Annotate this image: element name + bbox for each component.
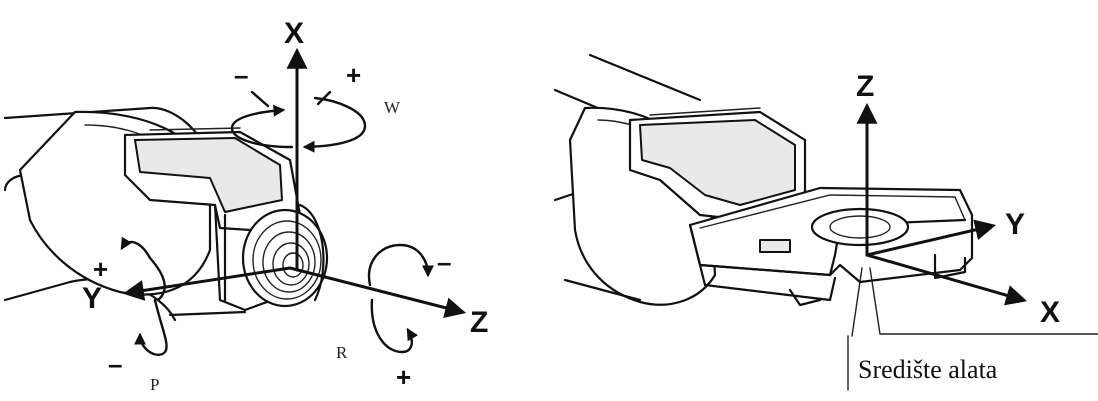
right-robot-tool-figure: Z Y X Središte alata (553, 53, 1098, 391)
left-p-rotation: + – P (93, 236, 168, 394)
left-y-axis (122, 266, 292, 301)
tool-center-caption: Središte alata (858, 355, 998, 384)
w-rotation-arrow-left (230, 104, 294, 149)
left-robot-wrist-figure: X Z Y – + W – + R + (3, 17, 488, 394)
p-rotation-arrow-bottom (134, 298, 168, 357)
w-rotation-arrow-right (302, 96, 367, 153)
tool-plate-slot (759, 239, 791, 253)
p-rotation-loop (148, 256, 166, 302)
right-y-axis (865, 219, 997, 257)
r-rotation-arrow-top (367, 243, 434, 287)
left-r-rotation: – + R (336, 243, 451, 392)
p-minus-sign: – (108, 349, 122, 379)
left-y-axis-label: Y (82, 282, 102, 315)
w-rotation-label: W (384, 98, 401, 117)
p-plus-sign: + (93, 254, 108, 284)
r-minus-sign: – (437, 247, 451, 277)
tool-center-leader-line (869, 267, 1098, 335)
left-w-rotation: – + W (230, 60, 401, 153)
r-rotation-arrow-bottom (370, 298, 419, 354)
p-rotation-arrow-top (120, 236, 152, 260)
right-y-axis-label: Y (1005, 208, 1025, 241)
right-tool-plate (688, 186, 974, 307)
right-x-axis (865, 253, 1028, 306)
w-arrow-tip-left (250, 90, 270, 108)
left-x-axis-label: X (284, 17, 304, 50)
p-rotation-label: P (150, 375, 159, 394)
left-z-axis-label: Z (470, 306, 488, 339)
w-minus-sign: – (234, 60, 248, 90)
w-arrow-tip-right (316, 90, 332, 106)
right-z-axis-label: Z (856, 70, 874, 103)
left-flange (241, 203, 329, 308)
w-plus-sign: + (346, 60, 361, 90)
r-rotation-label: R (336, 343, 348, 362)
left-z-axis (288, 266, 467, 319)
tool-center-callout: Središte alata (847, 267, 1098, 391)
right-x-axis-label: X (1040, 296, 1060, 329)
r-plus-sign: + (396, 362, 411, 392)
left-wrist-housing (123, 127, 317, 317)
tool-center-pointer (851, 267, 863, 337)
